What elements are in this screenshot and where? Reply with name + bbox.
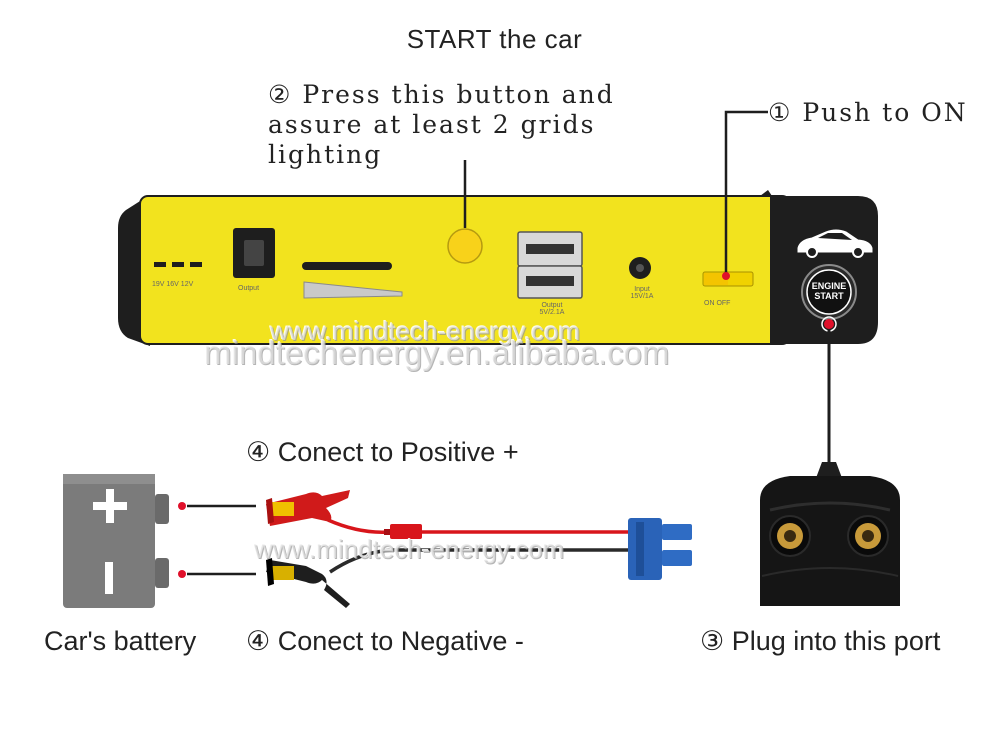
usb-label: Output 5V/2.1A: [539, 302, 565, 316]
step2-line-2: assure at least 2 grids: [268, 110, 596, 139]
step4-positive-label: ④ Conect to Positive +: [246, 437, 519, 467]
step2-line-3: lighting: [268, 140, 383, 169]
car-icon: [797, 229, 873, 258]
red-clamp-icon: [266, 490, 350, 526]
step4-negative-label: ④ Conect to Negative -: [246, 626, 524, 656]
battery-minus-icon: [105, 562, 113, 594]
step1-label: ① Push to ON: [768, 98, 968, 127]
input-label: Input 15V/1A: [630, 286, 654, 300]
output-label: Output: [238, 285, 260, 292]
led-flashlight: [303, 281, 403, 299]
led-slot: [302, 262, 392, 270]
step2-label: ② Press this button and assure at least …: [268, 80, 615, 170]
switch-marker: [722, 272, 730, 280]
port-marker: [824, 319, 834, 329]
voltage-label: 19V 16V 12V: [152, 281, 194, 288]
watermark-bottom: www.mindtech-energy.com: [254, 534, 565, 564]
ec5-socket-closeup: [760, 476, 900, 606]
battery-label: Car's battery: [44, 626, 197, 656]
battery-plus-icon: [93, 489, 127, 523]
engine-start-label: ENGINE START: [807, 281, 851, 301]
inline-fuse: [390, 524, 422, 539]
step2-line-1: ② Press this button and: [268, 80, 615, 109]
black-clamp-icon: [266, 558, 350, 608]
jump-starter-device: [118, 190, 878, 346]
engine-start-line-2: START: [814, 291, 844, 301]
watermark-top-large: mindtechenergy.en.alibaba.com: [204, 334, 670, 371]
step1-pointer: [724, 110, 768, 276]
car-battery: [63, 474, 169, 608]
usb-ports: [517, 231, 583, 299]
diagram-title: START the car: [406, 24, 583, 54]
power-button: [447, 228, 483, 264]
watermark-top-small: www.mindtech-energy.com: [270, 316, 581, 346]
engine-start-line-1: ENGINE: [811, 281, 847, 291]
ec5-connector: [628, 518, 692, 580]
switch-label: ON OFF: [704, 300, 731, 307]
step3-label: ③ Plug into this port: [700, 626, 941, 656]
jumper-cables: [266, 490, 692, 608]
